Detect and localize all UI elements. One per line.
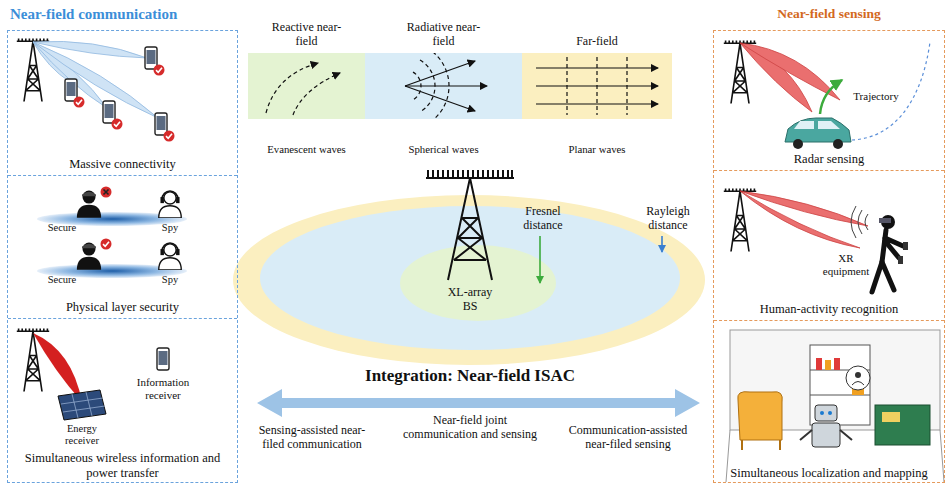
field-region-band: Far-fieldPlanar waves: [522, 5, 672, 165]
application-box: Radar sensing: [714, 31, 944, 171]
annotation-label: Communication-assisted near-filed sensin…: [564, 424, 692, 452]
heading-slot: Far-field: [522, 5, 672, 49]
annotation-label: Spy: [162, 274, 178, 286]
annotation-label: Fresnel distance: [517, 205, 569, 233]
annotation-label: Sensing-assisted near-filed communicatio…: [248, 424, 376, 452]
wave-symbol: [248, 53, 365, 119]
annotation-label: Secure: [48, 274, 77, 286]
field-region-band: Radiative near-fieldSpherical waves: [365, 5, 522, 165]
region-fill: [365, 53, 522, 119]
heading-slot: Reactive near-field: [248, 5, 365, 49]
annotation-label: Trajectory: [853, 90, 898, 103]
application-box: Simultaneous wireless information and po…: [8, 319, 237, 484]
field-region-band: Reactive near-fieldEvanescent waves: [248, 5, 365, 165]
annotation-label: XL-array BS: [441, 286, 499, 314]
heading-slot: Radiative near-field: [365, 5, 522, 49]
section-panel: Massive connectivityPhysical layer secur…: [7, 30, 238, 483]
annotation-label: Information receiver: [128, 376, 198, 401]
application-box: Simultaneous localization and mapping: [714, 321, 944, 484]
application-box: Physical layer security: [8, 176, 237, 319]
annotation-label: Near-field joint communication and sensi…: [395, 414, 545, 442]
annotation-label: Spy: [162, 222, 178, 234]
annotation-label: Rayleigh distance: [639, 205, 697, 233]
wave-symbol: [365, 53, 522, 119]
annotation-label: XR equipment: [817, 252, 875, 277]
annotation-label: Secure: [48, 222, 77, 234]
application-box: Human-activity recognition: [714, 171, 944, 321]
application-box: Massive connectivity: [8, 31, 237, 176]
integration-title: Integration: Near-field ISAC: [365, 366, 575, 386]
section-panel: Radar sensingHuman-activity recognitionS…: [713, 30, 945, 483]
annotation-label: Energy receiver: [52, 423, 112, 447]
wave-symbol: [522, 53, 672, 119]
region-fill: [522, 53, 672, 119]
region-fill: [248, 53, 365, 119]
